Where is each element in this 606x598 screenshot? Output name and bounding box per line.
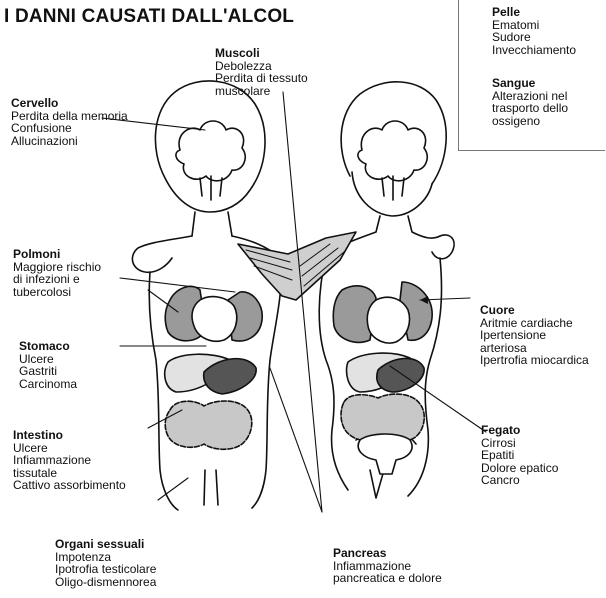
label-intestino: Intestino Ulcere Infiammazione tissutale… [13, 429, 126, 492]
left-heart [191, 295, 238, 342]
right-heart [366, 296, 411, 344]
label-sangue-item: trasporto dello [492, 101, 569, 115]
label-pelle-item: Invecchiamento [492, 42, 577, 57]
right-torso-right [407, 257, 443, 497]
label-muscoli: Muscoli Debolezza Perdita di tessuto mus… [215, 47, 308, 97]
label-pelle-heading: Pelle [492, 5, 521, 19]
left-legs [203, 469, 219, 506]
label-intestino-heading: Intestino [13, 428, 63, 442]
right-stomach [376, 357, 425, 393]
label-organi-sessuali-item: Ipotrofia testicolare [55, 562, 157, 576]
label-pancreas-heading: Pancreas [333, 546, 387, 560]
label-cervello-item: Perdita della memoria [11, 108, 128, 123]
label-pancreas-item: Infiammazione [333, 558, 412, 573]
right-face [351, 171, 433, 217]
label-muscoli-item: Perdita di tessuto [215, 71, 308, 85]
label-polmoni-heading: Polmoni [13, 247, 61, 261]
page-title: I DANNI CAUSATI DALL'ALCOL [4, 6, 295, 27]
label-pancreas-item: pancreatica e dolore [333, 571, 442, 585]
right-hair [340, 81, 447, 185]
label-stomaco-item: Ulcere [19, 351, 54, 366]
right-intestine [340, 393, 426, 443]
label-stomaco-item: Carcinoma [19, 376, 78, 391]
label-sangue-item: ossigeno [492, 113, 541, 128]
label-organi-sessuali-item: Oligo-dismennorea [55, 574, 157, 589]
label-sangue-heading: Sangue [492, 76, 536, 90]
label-fegato-item: Cancro [481, 473, 520, 487]
label-pancreas: Pancreas Infiammazione pancreatica e dol… [333, 547, 442, 585]
left-torso-right [251, 261, 283, 509]
left-figure [131, 80, 283, 511]
book [237, 231, 357, 301]
label-organi-sessuali: Organi sessuali Impotenza Ipotrofia test… [55, 538, 156, 588]
label-fegato-heading: Fegato [481, 423, 521, 437]
left-shoulder-left [131, 235, 193, 274]
uterus [357, 433, 413, 475]
label-cuore-item: arteriosa [480, 340, 527, 355]
info-box [458, 0, 605, 151]
label-pelle-item: Ematomi [492, 17, 540, 32]
label-cervello-item: Allucinazioni [11, 133, 78, 148]
label-muscoli-item: Debolezza [215, 58, 272, 73]
pointer-lines [101, 91, 487, 513]
label-polmoni-item: tubercolosi [13, 284, 72, 299]
label-intestino-item: Infiammazione [13, 453, 92, 467]
left-brain [175, 120, 247, 201]
label-muscoli-heading: Muscoli [215, 46, 260, 60]
right-shoulder-knot [431, 234, 455, 260]
left-lung-right [227, 291, 263, 342]
label-polmoni-item: Maggiore rischio [13, 259, 102, 274]
label-fegato-item: Epatiti [481, 448, 515, 462]
label-cuore: Cuore Aritmie cardiache Ipertensione art… [480, 304, 589, 367]
label-stomaco-heading: Stomaco [19, 339, 70, 353]
label-cervello: Cervello Perdita della memoria Confusion… [11, 97, 128, 147]
left-intestine [164, 400, 253, 451]
label-organi-sessuali-item: Impotenza [55, 549, 112, 564]
right-brain [357, 120, 429, 201]
label-stomaco-item: Gastriti [19, 364, 58, 378]
label-intestino-item: Cattivo assorbimento [13, 478, 126, 492]
right-lung-left [332, 285, 377, 344]
label-cuore-item: Ipertrofia miocardica [480, 353, 589, 367]
label-cuore-item: Aritmie cardiache [480, 315, 573, 330]
label-organi-sessuali-heading: Organi sessuali [55, 537, 145, 551]
book-pages [245, 243, 345, 287]
label-fegato: Fegato Cirrosi Epatiti Dolore epatico Ca… [481, 424, 558, 487]
right-figure [318, 81, 455, 499]
label-cuore-heading: Cuore [480, 303, 515, 317]
label-cuore-item: Ipertensione [480, 328, 547, 342]
left-torso-left [148, 271, 179, 511]
label-intestino-item: Ulcere [13, 440, 48, 455]
label-cervello-heading: Cervello [11, 96, 59, 110]
left-head [154, 80, 266, 213]
label-sangue: Sangue Alterazioni nel trasporto dello o… [492, 77, 568, 127]
label-polmoni-item: di infezioni e [13, 272, 80, 286]
label-stomaco: Stomaco Ulcere Gastriti Carcinoma [19, 340, 77, 390]
right-torso-left [318, 255, 349, 491]
label-intestino-item: tissutale [13, 465, 58, 480]
left-neck [191, 211, 233, 237]
heart-arrow [420, 296, 428, 304]
label-fegato-item: Dolore epatico [481, 460, 559, 475]
label-pelle-item: Sudore [492, 30, 531, 44]
label-polmoni: Polmoni Maggiore rischio di infezioni e … [13, 248, 101, 298]
label-pelle: Pelle Ematomi Sudore Invecchiamento [492, 6, 576, 56]
left-stomach [202, 357, 257, 395]
label-muscoli-item: muscolare [215, 83, 271, 98]
label-cervello-item: Confusione [11, 121, 72, 135]
label-fegato-item: Cirrosi [481, 435, 516, 450]
label-sangue-item: Alterazioni nel [492, 88, 568, 103]
